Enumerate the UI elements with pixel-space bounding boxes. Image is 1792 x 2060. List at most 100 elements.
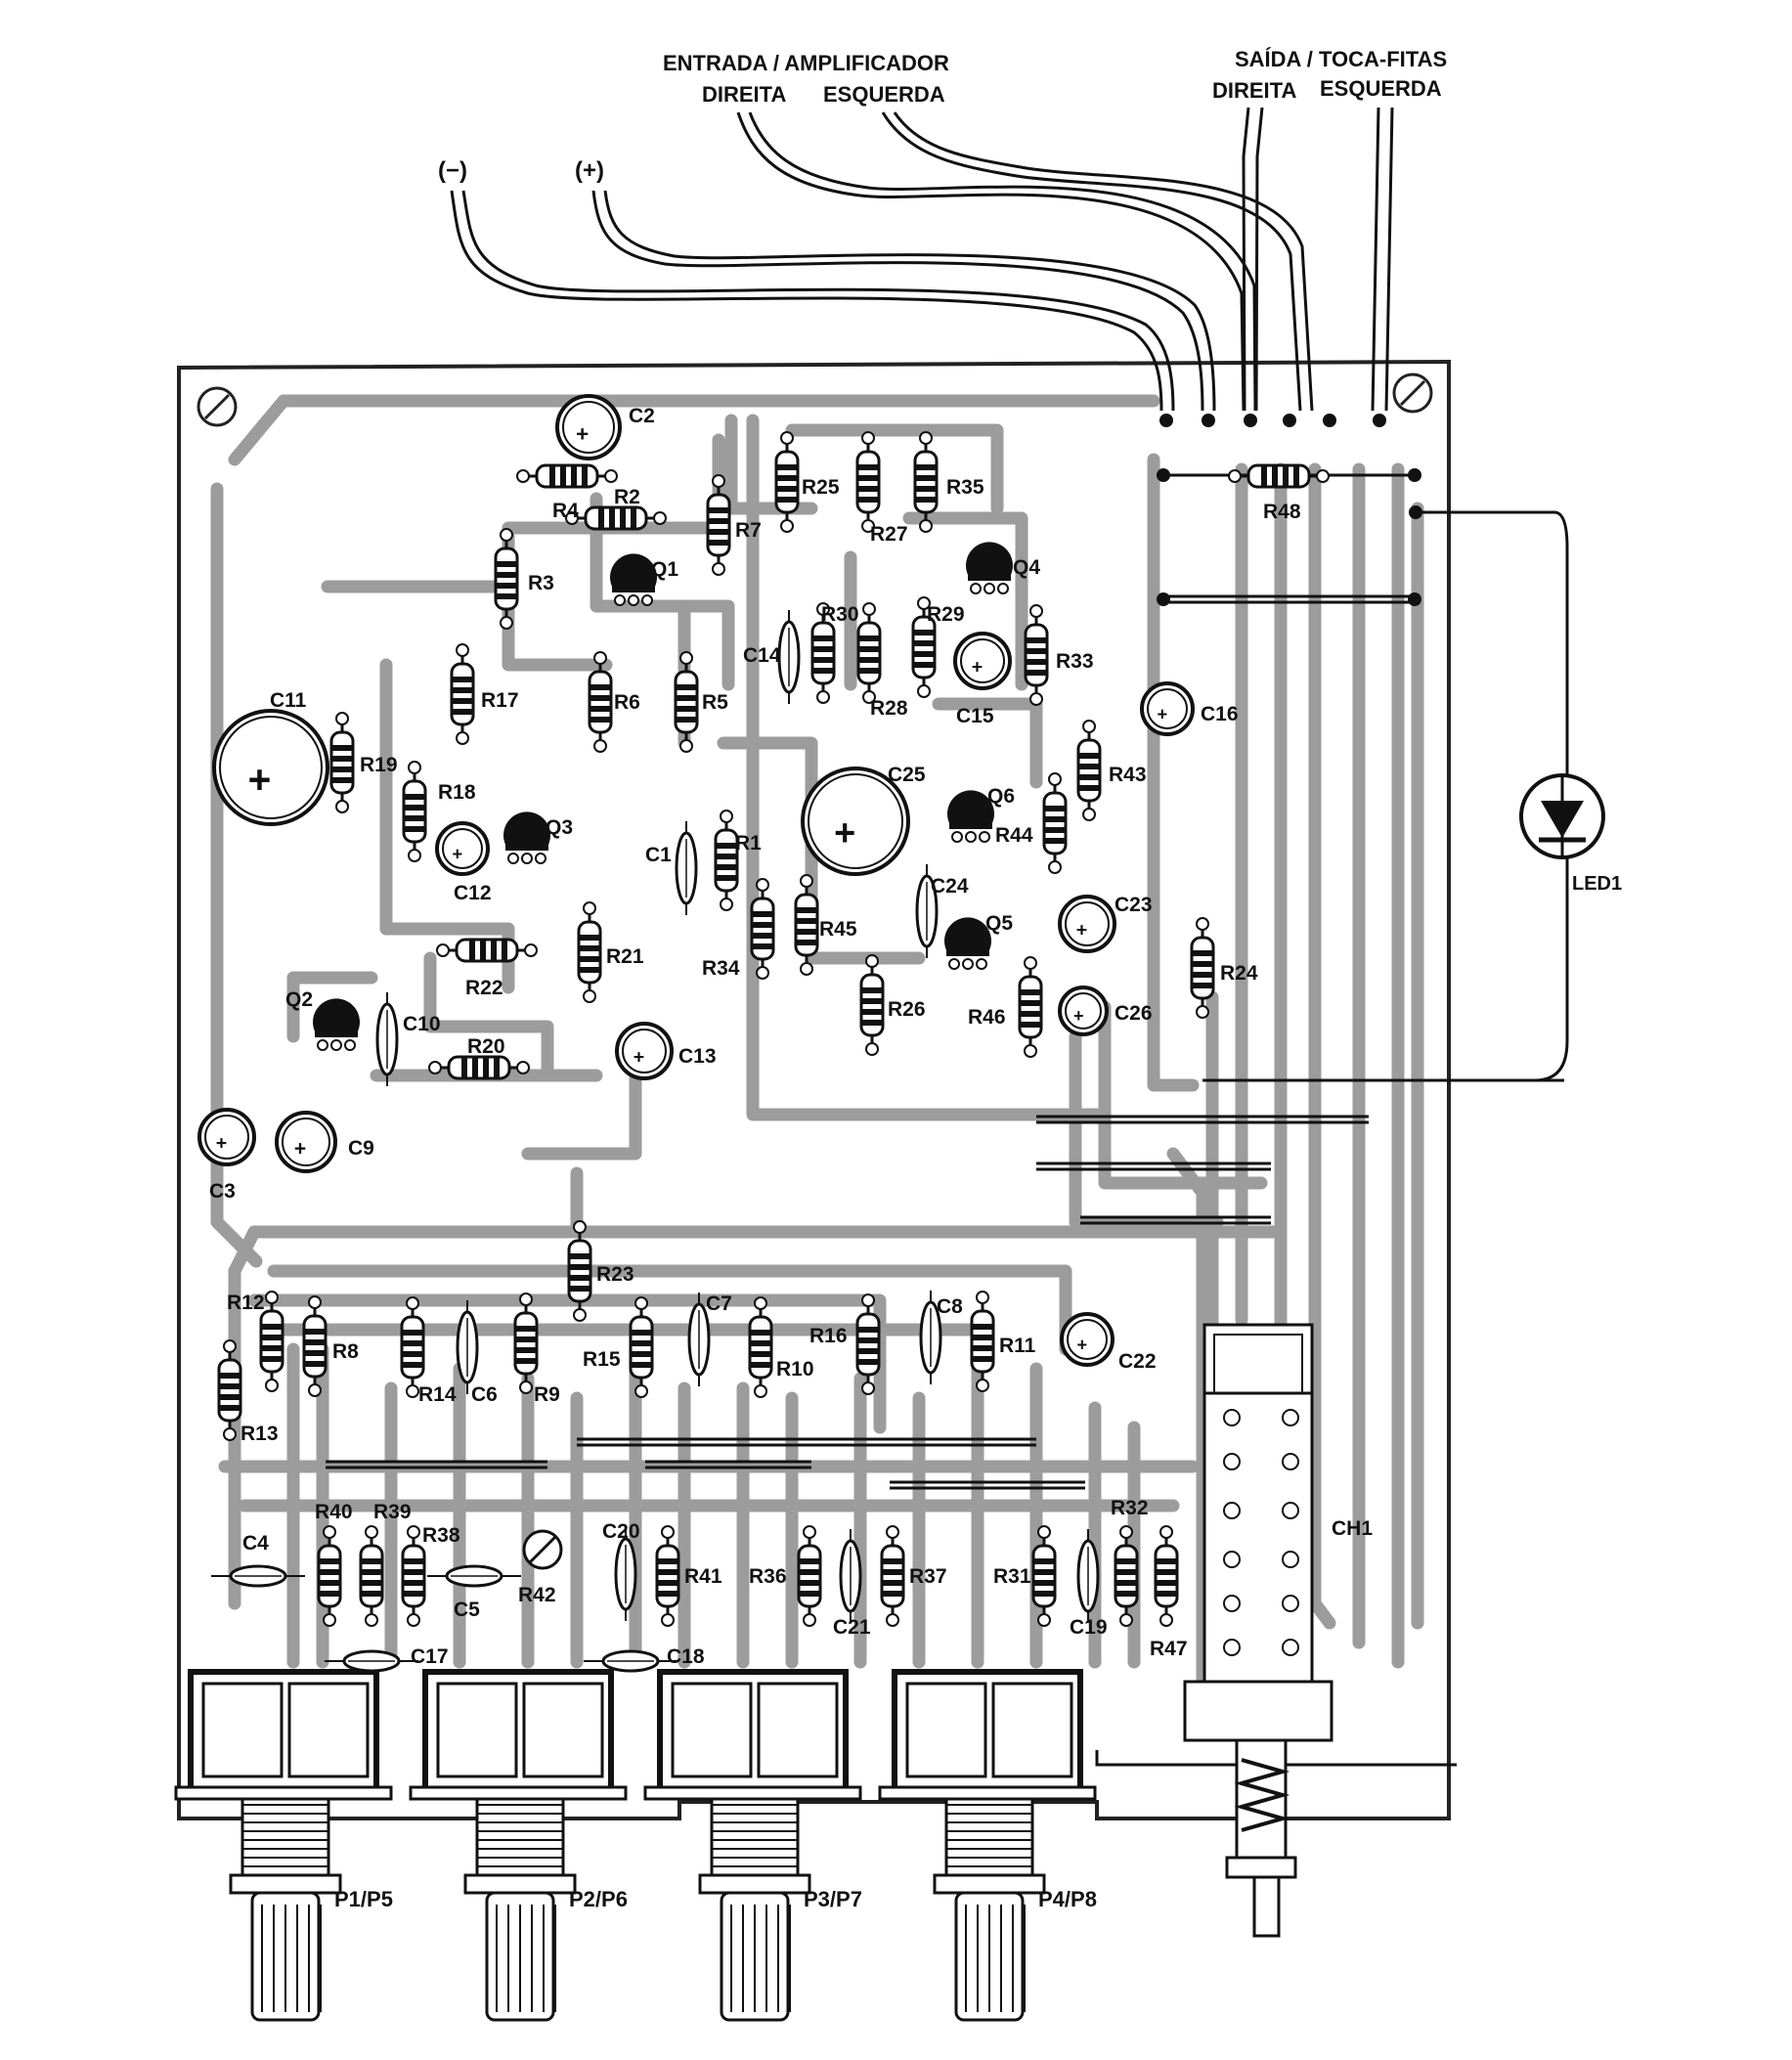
label-c7: C7 — [706, 1293, 732, 1315]
ch1-label: CH1 — [1332, 1517, 1373, 1540]
capacitor-c12: + — [435, 821, 490, 876]
label-r21: R21 — [606, 945, 644, 968]
resistor-r1 — [714, 810, 739, 911]
resistor-r39 — [359, 1525, 384, 1627]
potentiometer-p3 — [643, 1669, 862, 2022]
label-r35: R35 — [946, 476, 984, 499]
label-entrada-direita: DIREITA — [702, 82, 786, 107]
polarity-plus-icon: + — [972, 657, 983, 679]
capacitor-c23: + — [1058, 895, 1116, 953]
polarity-plus-icon: + — [834, 812, 855, 854]
capacitor-c20 — [614, 1527, 637, 1621]
capacitor-c3: + — [197, 1108, 256, 1166]
label-r32: R32 — [1111, 1497, 1149, 1519]
label-c2: C2 — [629, 405, 655, 427]
label-r37: R37 — [909, 1565, 947, 1588]
transistor-q4 — [966, 542, 1013, 594]
capacitor-c21 — [839, 1529, 862, 1623]
capacitor-c16: + — [1140, 681, 1195, 736]
polarity-plus-icon: + — [294, 1138, 306, 1161]
resistor-r38 — [401, 1525, 426, 1627]
capacitor-c6 — [456, 1300, 479, 1394]
resistor-r29 — [911, 596, 937, 698]
electrolytic-capacitors: +C2+C11+C12+C15+C16+C25+C23+C26+C13+C3+C… — [197, 394, 1239, 1373]
label-r15: R15 — [583, 1348, 621, 1371]
label-r48: R48 — [1263, 501, 1301, 523]
board-outline — [177, 359, 1451, 1820]
resistor-r46 — [1018, 956, 1043, 1058]
resistor-r28 — [856, 602, 882, 704]
label-q5: Q5 — [985, 912, 1013, 935]
capacitor-c7 — [687, 1293, 711, 1386]
label-r27: R27 — [870, 523, 908, 546]
label-r10: R10 — [776, 1358, 814, 1381]
r42-label: R42 — [518, 1584, 556, 1606]
label-entrada-amplificador: ENTRADA / AMPLIFICADOR — [663, 51, 949, 75]
resistor-r4 — [516, 463, 618, 489]
polarity-plus-icon: + — [1157, 705, 1167, 724]
resistor-r31 — [1031, 1525, 1057, 1627]
resistor-r37 — [880, 1525, 905, 1627]
resistor-r26 — [859, 954, 885, 1056]
label-q1: Q1 — [651, 558, 678, 581]
capacitor-c11: + — [212, 709, 329, 826]
resistor-r13 — [217, 1339, 242, 1441]
label-c24: C24 — [931, 875, 969, 898]
label-c14: C14 — [743, 644, 781, 667]
label-c6: C6 — [471, 1383, 498, 1406]
resistor-r14 — [400, 1296, 425, 1398]
label-r4: R4 — [552, 500, 579, 522]
wire-pads — [1157, 414, 1422, 606]
potentiometer-p4 — [878, 1669, 1097, 2022]
capacitor-c14 — [777, 610, 801, 704]
resistor-r32 — [1114, 1525, 1139, 1627]
polarity-plus-icon: + — [1076, 920, 1087, 942]
potentiometer-p2 — [409, 1669, 628, 2022]
resistor-r22 — [436, 938, 538, 963]
capacitor-c25: + — [801, 767, 910, 876]
label-c18: C18 — [667, 1645, 705, 1668]
label-r39: R39 — [373, 1501, 412, 1523]
capacitor-c13: + — [615, 1022, 674, 1080]
label-r36: R36 — [749, 1565, 787, 1588]
label-c15: C15 — [956, 705, 994, 727]
switch-ch1 — [1183, 1323, 1333, 1938]
label-r14: R14 — [418, 1383, 457, 1406]
label-c3: C3 — [209, 1180, 236, 1203]
resistor-r12 — [259, 1291, 284, 1392]
label-c11: C11 — [270, 689, 307, 712]
capacitor-c17 — [325, 1649, 418, 1673]
label-r12: R12 — [227, 1292, 265, 1314]
label-c19: C19 — [1070, 1616, 1108, 1639]
capacitor-c10 — [375, 992, 399, 1086]
transistor-q2 — [313, 998, 360, 1051]
label-r16: R16 — [809, 1325, 848, 1347]
label-r22: R22 — [465, 977, 503, 999]
resistor-r17 — [450, 643, 475, 745]
label-minus: (−) — [438, 157, 467, 184]
resistor-r2 — [565, 505, 667, 531]
label-saida-direita: DIREITA — [1212, 78, 1296, 103]
resistor-r48 — [1228, 463, 1330, 489]
transistor-q5 — [944, 917, 991, 970]
label-saida-toca-fitas: SAÍDA / TOCA-FITAS — [1235, 47, 1447, 71]
resistor-r18 — [402, 761, 427, 862]
resistor-r43 — [1076, 720, 1102, 821]
label-r23: R23 — [596, 1263, 634, 1286]
label-p3: P3/P7 — [804, 1887, 862, 1911]
label-c26: C26 — [1115, 1002, 1153, 1025]
label-q3: Q3 — [546, 816, 573, 839]
resistor-r21 — [577, 901, 602, 1003]
resistor-r11 — [970, 1291, 995, 1392]
label-r11: R11 — [999, 1335, 1036, 1357]
label-r8: R8 — [332, 1340, 359, 1363]
label-r45: R45 — [819, 918, 857, 941]
label-r28: R28 — [870, 697, 908, 720]
resistor-r16 — [855, 1293, 881, 1395]
resistor-r40 — [317, 1525, 342, 1627]
label-p2: P2/P6 — [569, 1887, 628, 1911]
capacitor-c8 — [919, 1291, 942, 1384]
label-r44: R44 — [995, 824, 1033, 847]
